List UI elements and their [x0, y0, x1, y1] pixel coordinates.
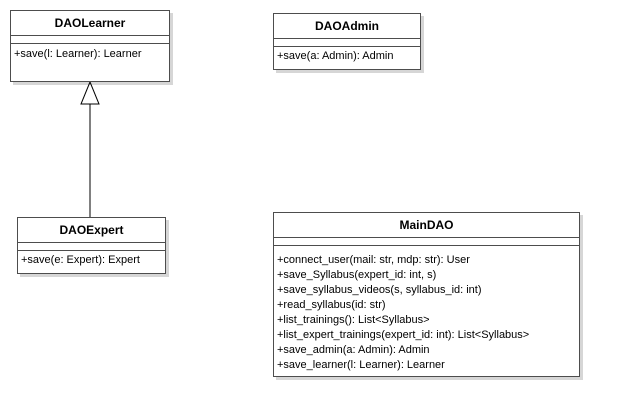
- class-dao-expert[interactable]: DAOExpert +save(e: Expert): Expert: [17, 217, 166, 274]
- class-name: DAOExpert: [18, 218, 165, 243]
- operation: +list_expert_trainings(expert_id: int): …: [277, 329, 530, 341]
- operation: +save_Syllabus(expert_id: int, s): [277, 269, 437, 281]
- operation: +save_syllabus_videos(s, syllabus_id: in…: [277, 284, 482, 296]
- class-attributes: [274, 39, 420, 47]
- operation: +list_trainings(): List<Syllabus>: [277, 314, 430, 326]
- operation: +save(e: Expert): Expert: [21, 254, 140, 266]
- class-dao-learner[interactable]: DAOLearner +save(l: Learner): Learner: [10, 10, 170, 82]
- operation: +save(l: Learner): Learner: [14, 48, 142, 60]
- class-name: MainDAO: [274, 213, 579, 238]
- class-operations: +connect_user(mail: str, mdp: str): User…: [274, 246, 579, 373]
- class-main-dao[interactable]: MainDAO +connect_user(mail: str, mdp: st…: [273, 212, 580, 377]
- operation: +save_admin(a: Admin): Admin: [277, 344, 430, 356]
- class-name: DAOAdmin: [274, 14, 420, 39]
- operation: +connect_user(mail: str, mdp: str): User: [277, 254, 470, 266]
- class-dao-admin[interactable]: DAOAdmin +save(a: Admin): Admin: [273, 13, 421, 70]
- class-operations: +save(e: Expert): Expert: [18, 251, 165, 268]
- class-name: DAOLearner: [11, 11, 169, 36]
- operation: +read_syllabus(id: str): [277, 299, 386, 311]
- operation: +save_learner(l: Learner): Learner: [277, 359, 445, 371]
- class-attributes: [18, 243, 165, 251]
- operation: +save(a: Admin): Admin: [277, 50, 394, 62]
- class-attributes: [274, 238, 579, 246]
- class-attributes: [11, 36, 169, 44]
- generalization-arrowhead: [80, 80, 100, 105]
- class-operations: +save(a: Admin): Admin: [274, 47, 420, 64]
- class-operations: +save(l: Learner): Learner: [11, 44, 169, 62]
